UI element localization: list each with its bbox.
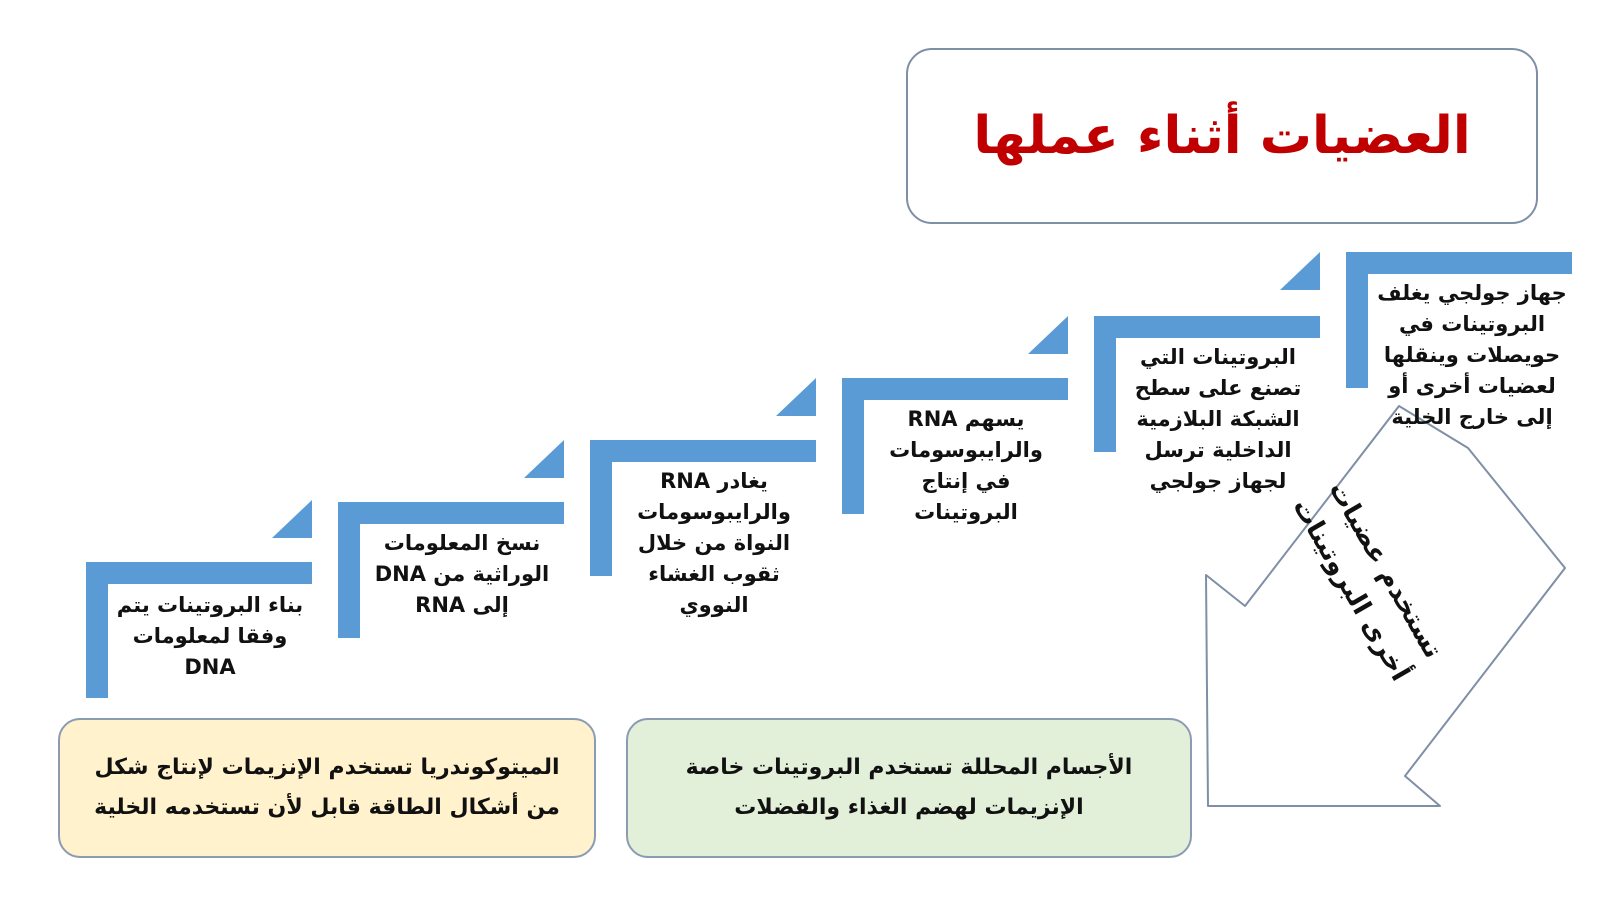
page-title: العضيات أثناء عملها bbox=[973, 106, 1471, 166]
step-bracket-2 bbox=[338, 440, 564, 638]
title-box: العضيات أثناء عملها bbox=[906, 48, 1538, 224]
step-text-6: جهاز جولجي يغلف البروتينات في حويصلات وي… bbox=[1377, 281, 1567, 429]
step-bracket-5 bbox=[1094, 252, 1320, 452]
step-bracket-1 bbox=[86, 500, 312, 698]
mitochondria-note: الميتوكوندريا تستخدم الإنزيمات لإنتاج شك… bbox=[58, 718, 596, 858]
use-proteins-arrow bbox=[1205, 405, 1566, 807]
step-text-4: يسهم RNA والرايبوسومات في إنتاج البروتين… bbox=[889, 407, 1043, 524]
step-bracket-4 bbox=[842, 316, 1068, 514]
step-bracket-3 bbox=[590, 378, 816, 576]
step-bracket-6 bbox=[1346, 252, 1572, 388]
step-text-3: يغادر RNA والرايبوسومات النواة من خلال ث… bbox=[637, 469, 791, 617]
lysosomes-note: الأجسام المحللة تستخدم البروتينات خاصة ا… bbox=[626, 718, 1192, 858]
step-text-2: نسخ المعلومات الوراثية من DNA إلى RNA bbox=[374, 531, 550, 617]
step-text-1: بناء البروتينات يتم وفقا لمعلومات DNA bbox=[116, 593, 304, 679]
step-text-5: البروتينات التي تصنع على سطح الشبكة البل… bbox=[1134, 345, 1302, 493]
